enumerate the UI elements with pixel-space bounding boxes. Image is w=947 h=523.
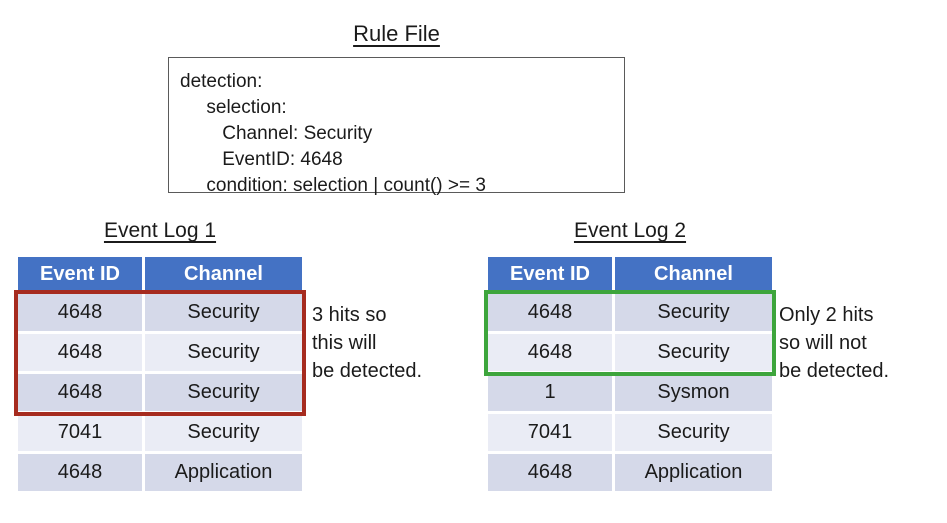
rule-file-box: detection: selection: Channel: Security … [168,57,625,196]
table-cell: 7041 [18,414,142,451]
column-header-channel: Channel [145,257,302,291]
table-cell: Security [145,334,302,371]
annotation-line: this will [312,332,377,354]
table-cell: Security [615,414,772,451]
table-cell: Security [145,374,302,411]
table-cell: 4648 [488,294,612,331]
table-cell: 4648 [18,334,142,371]
table-cell: Sysmon [615,374,772,411]
table-cell: Security [145,414,302,451]
table-cell: 7041 [488,414,612,451]
annotation-line: so will not [779,332,867,354]
table-cell: 4648 [18,294,142,331]
table-cell: 4648 [18,374,142,411]
annotation-line: Only 2 hits [779,304,874,326]
table-cell: 1 [488,374,612,411]
annotation-line: be detected. [779,360,890,382]
table-cell: 4648 [18,454,142,491]
event-log-1-title: Event Log 1 [103,219,217,242]
column-header-event-id: Event ID [488,257,612,291]
event-log-2-title: Event Log 2 [573,219,687,242]
rule-line: selection: [180,97,287,118]
rule-file-title: Rule File [353,21,440,46]
column-header-event-id: Event ID [18,257,142,291]
annotation-line: be detected. [312,360,423,382]
table-cell: Application [145,454,302,491]
table-cell: Security [615,294,772,331]
event-log-2-annotation: Only 2 hits so will not be detected. [779,301,889,385]
rule-line: EventID: 4648 [180,149,343,170]
event-log-1-annotation: 3 hits so this will be detected. [312,301,422,385]
table-cell: 4648 [488,454,612,491]
annotation-line: 3 hits so [312,304,387,326]
rule-line: Channel: Security [180,123,373,144]
rule-line: condition: selection | count() >= 3 [180,175,486,196]
rule-line: detection: [180,71,263,92]
column-header-channel: Channel [615,257,772,291]
table-cell: Security [615,334,772,371]
table-cell: 4648 [488,334,612,371]
table-cell: Security [145,294,302,331]
table-cell: Application [615,454,772,491]
